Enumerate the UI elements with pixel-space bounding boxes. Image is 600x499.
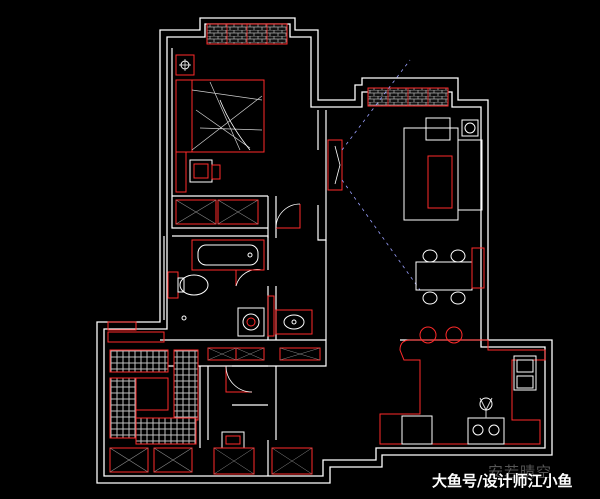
bedroom-bed: [175, 79, 265, 153]
interior-walls: [160, 48, 488, 476]
bathroom-partition: [181, 295, 275, 337]
kitchen-counter: [379, 326, 546, 445]
top-window-grille: [206, 23, 288, 45]
kitchen-fridge: [401, 415, 433, 445]
tv-unit: [327, 139, 343, 191]
bathroom-bathtub: [191, 239, 265, 271]
sofa: [403, 117, 483, 221]
kitchen-stove: [467, 397, 505, 445]
bedroom-nightstand: [175, 54, 195, 76]
bedroom-wardrobe: [175, 199, 259, 225]
dining-table: [415, 247, 485, 305]
lower-left-cabinets: [107, 331, 199, 473]
second-bedroom-desk: [213, 431, 313, 475]
living-window-grille: [367, 87, 449, 107]
corridor-cabinets: [207, 347, 321, 361]
bedroom-desk: [175, 151, 221, 193]
watermark: 大鱼号/设计师江小鱼: [432, 472, 573, 490]
kitchen-sink: [513, 355, 537, 391]
watermark-faint: 安若晴空: [488, 463, 553, 481]
bathroom-toilet: [167, 271, 209, 299]
doors: [225, 203, 301, 393]
sightlines: [341, 59, 421, 291]
bathroom-sink: [275, 309, 313, 335]
bottom-left-window: [107, 321, 137, 331]
outer-walls: [96, 17, 553, 484]
bathroom-washer: [237, 307, 265, 337]
